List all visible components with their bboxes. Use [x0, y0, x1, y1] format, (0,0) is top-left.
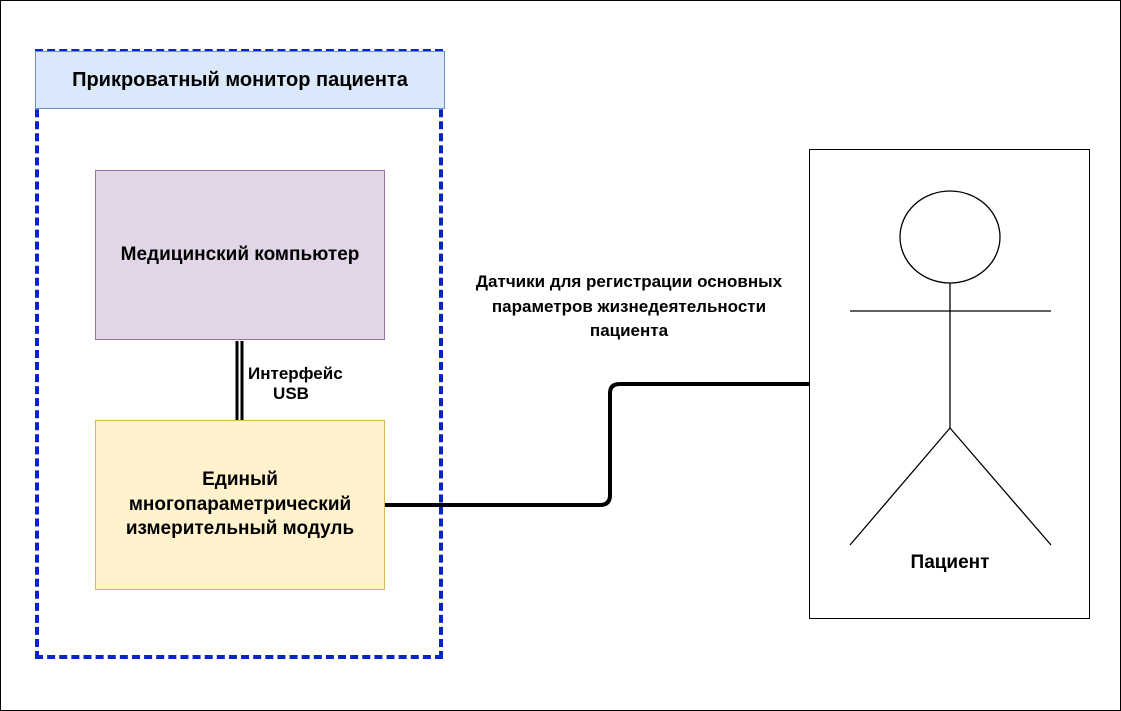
- usb-connector: [235, 341, 244, 420]
- measurement-module-label: Единый многопараметрический измерительны…: [125, 468, 355, 540]
- medical-computer-block: Медицинский компьютер: [95, 170, 385, 340]
- patient-figure-icon: [849, 190, 1052, 546]
- measurement-module-block: Единый многопараметрический измерительны…: [95, 420, 385, 590]
- bedside-monitor-title: Прикроватный монитор пациента: [35, 51, 445, 109]
- patient-label: Пациент: [910, 552, 990, 573]
- medical-computer-label: Медицинский компьютер: [120, 243, 360, 265]
- sensor-cable: [385, 382, 810, 507]
- usb-interface-label: Интерфейс USB: [248, 364, 343, 404]
- sensors-label: Датчики для регистрации основных парамет…: [475, 272, 783, 341]
